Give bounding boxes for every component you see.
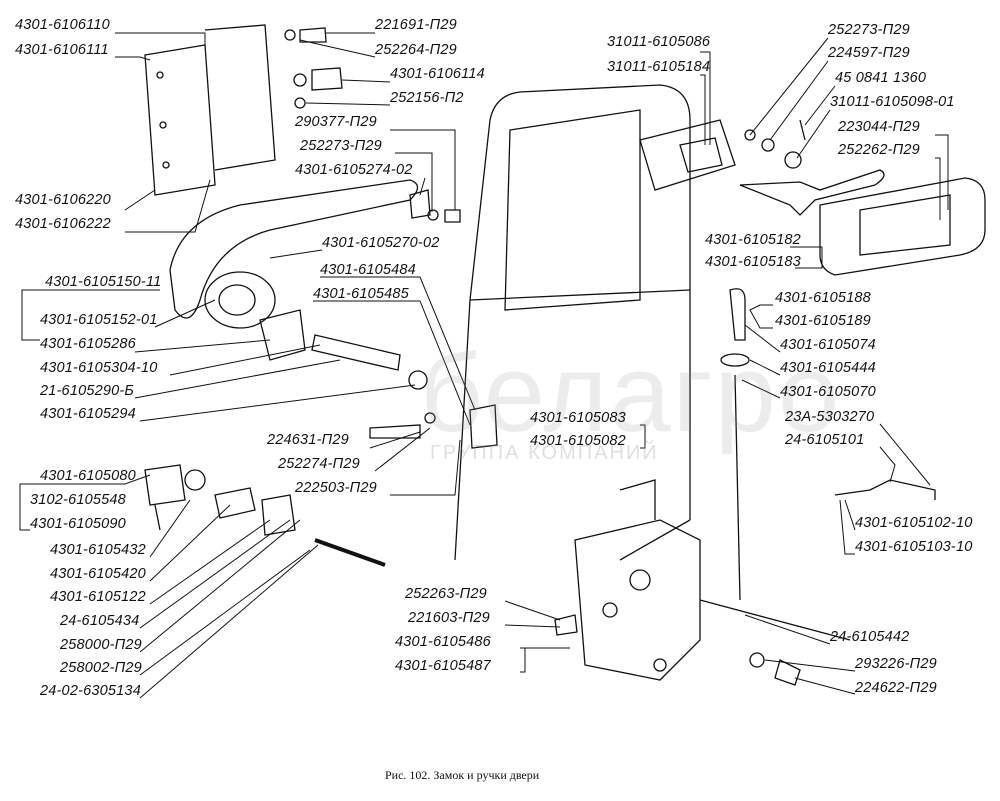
part-number-label: 252264-П29 bbox=[375, 42, 457, 58]
door-outline bbox=[454, 84, 691, 561]
part-number-label: 4301-6105090 bbox=[30, 516, 126, 532]
door-lock bbox=[554, 479, 701, 681]
part-number-label: 4301-6105082 bbox=[530, 433, 626, 449]
part-number-label: 31011-6105098-01 bbox=[830, 94, 955, 110]
part-number-label: 4301-6105083 bbox=[530, 410, 626, 426]
part-number-label: 252273-П29 bbox=[828, 22, 910, 38]
part-number-label: 224597-П29 bbox=[828, 45, 910, 61]
part-number-label: 252262-П29 bbox=[838, 142, 920, 158]
part-number-label: 4301-6105182 bbox=[705, 232, 801, 248]
small-parts bbox=[144, 27, 498, 567]
part-number-label: 4301-6105183 bbox=[705, 254, 801, 270]
part-number-label: 4301-6105486 bbox=[395, 634, 491, 650]
part-number-label: 252263-П29 bbox=[405, 586, 487, 602]
part-number-label: 221691-П29 bbox=[375, 17, 457, 33]
part-number-label: 45 0841 1360 bbox=[835, 70, 927, 86]
part-number-label: 4301-6105103-10 bbox=[855, 539, 973, 555]
part-number-label: 4301-6105189 bbox=[775, 313, 871, 329]
outside-handle bbox=[169, 179, 419, 371]
part-number-label: 4301-6105074 bbox=[780, 337, 876, 353]
part-number-label: 4301-6106110 bbox=[15, 17, 110, 33]
part-number-label: 31011-6105086 bbox=[607, 34, 711, 50]
part-number-label: 4301-6106220 bbox=[15, 192, 111, 208]
part-number-label: 258002-П29 bbox=[60, 660, 142, 676]
inside-handle-bezel bbox=[639, 119, 736, 191]
part-number-label: 4301-6106114 bbox=[390, 66, 485, 82]
handle-pad bbox=[144, 24, 276, 196]
part-number-label: 24-02-6305134 bbox=[40, 683, 141, 699]
part-number-label: 252156-П2 bbox=[390, 90, 464, 106]
part-number-label: 4301-6105274-02 bbox=[295, 162, 413, 178]
part-number-label: 224622-П29 bbox=[855, 680, 937, 696]
part-number-label: 4301-6105294 bbox=[40, 406, 136, 422]
part-number-label: 224631-П29 bbox=[267, 432, 349, 448]
part-number-label: 24-6105442 bbox=[830, 629, 910, 645]
part-number-label: 4301-6105286 bbox=[40, 336, 136, 352]
rods bbox=[699, 288, 936, 686]
part-number-label: 221603-П29 bbox=[408, 610, 490, 626]
watermark-logo: белагро bbox=[420, 332, 842, 455]
part-number-label: 4301-6105152-01 bbox=[40, 312, 158, 328]
part-number-label: 4301-6106111 bbox=[15, 42, 109, 58]
part-number-label: 4301-6105432 bbox=[50, 542, 146, 558]
part-number-label: 290377-П29 bbox=[295, 114, 377, 130]
figure-caption: Рис. 102. Замок и ручки двери bbox=[385, 768, 540, 782]
part-number-label: 4301-6105420 bbox=[50, 566, 146, 582]
part-number-label: 252273-П29 bbox=[300, 138, 382, 154]
part-number-label: 24-6105434 bbox=[60, 613, 140, 629]
part-number-label: 4301-6105122 bbox=[50, 589, 146, 605]
part-number-label: 4301-6105270-02 bbox=[322, 235, 440, 251]
part-number-label: 4301-6105188 bbox=[775, 290, 871, 306]
part-number-label: 4301-6105070 bbox=[780, 384, 876, 400]
part-number-label: 31011-6105184 bbox=[607, 59, 711, 75]
leader-lines bbox=[19, 32, 949, 699]
part-number-label: 3102-6105548 bbox=[30, 492, 126, 508]
part-number-label: 252274-П29 bbox=[278, 456, 360, 472]
part-number-label: 4301-6105487 bbox=[395, 658, 491, 674]
part-number-label: 4301-6105080 bbox=[40, 468, 136, 484]
part-number-label: 24-6105101 bbox=[785, 432, 865, 448]
part-number-label: 4301-6105484 bbox=[320, 262, 416, 278]
part-number-label: 4301-6105304-10 bbox=[40, 360, 158, 376]
watermark-subtitle: ГРУППА КОМПАНИЙ bbox=[430, 442, 659, 464]
part-number-label: 4301-6105444 bbox=[780, 360, 876, 376]
part-number-label: 293226-П29 bbox=[855, 656, 937, 672]
part-number-label: 23А-5303270 bbox=[785, 409, 875, 425]
part-number-label: 4301-6105485 bbox=[313, 286, 409, 302]
part-number-label: 4301-6105150-11 bbox=[45, 274, 162, 290]
part-number-label: 223044-П29 bbox=[838, 119, 920, 135]
part-number-label: 4301-6106222 bbox=[15, 216, 111, 232]
part-number-label: 4301-6105102-10 bbox=[855, 515, 973, 531]
part-number-label: 222503-П29 bbox=[295, 480, 377, 496]
part-number-label: 21-6105290-Б bbox=[40, 383, 135, 399]
inside-handle bbox=[739, 119, 986, 276]
part-number-label: 258000-П29 bbox=[60, 637, 142, 653]
